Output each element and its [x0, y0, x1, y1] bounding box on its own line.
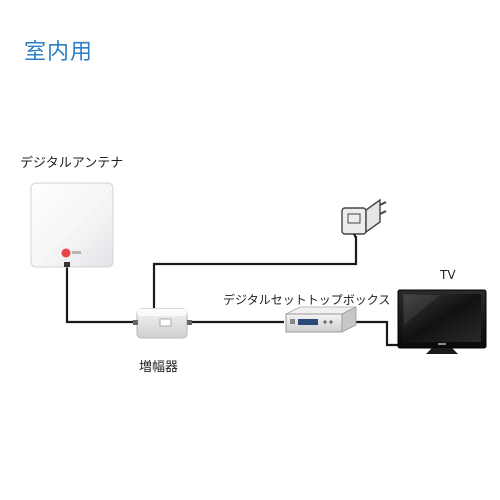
amplifier-label: 増幅器	[139, 360, 179, 375]
stb-to-tv-cable	[356, 320, 400, 347]
antenna-label: デジタルアンテナ	[20, 156, 124, 171]
power-cable	[152, 236, 358, 308]
power-adapter-icon	[341, 198, 387, 239]
antenna-logo-icon	[61, 248, 71, 258]
tv-label: TV	[440, 268, 456, 282]
amplifier	[133, 308, 192, 339]
page-title: 室内用	[24, 40, 94, 65]
antenna-cable	[65, 262, 136, 324]
digital-antenna	[30, 182, 114, 268]
set-top-box-label: デジタルセットトップボックス	[223, 293, 391, 307]
cables	[65, 236, 400, 347]
tv	[397, 289, 487, 354]
set-top-box	[285, 306, 357, 333]
